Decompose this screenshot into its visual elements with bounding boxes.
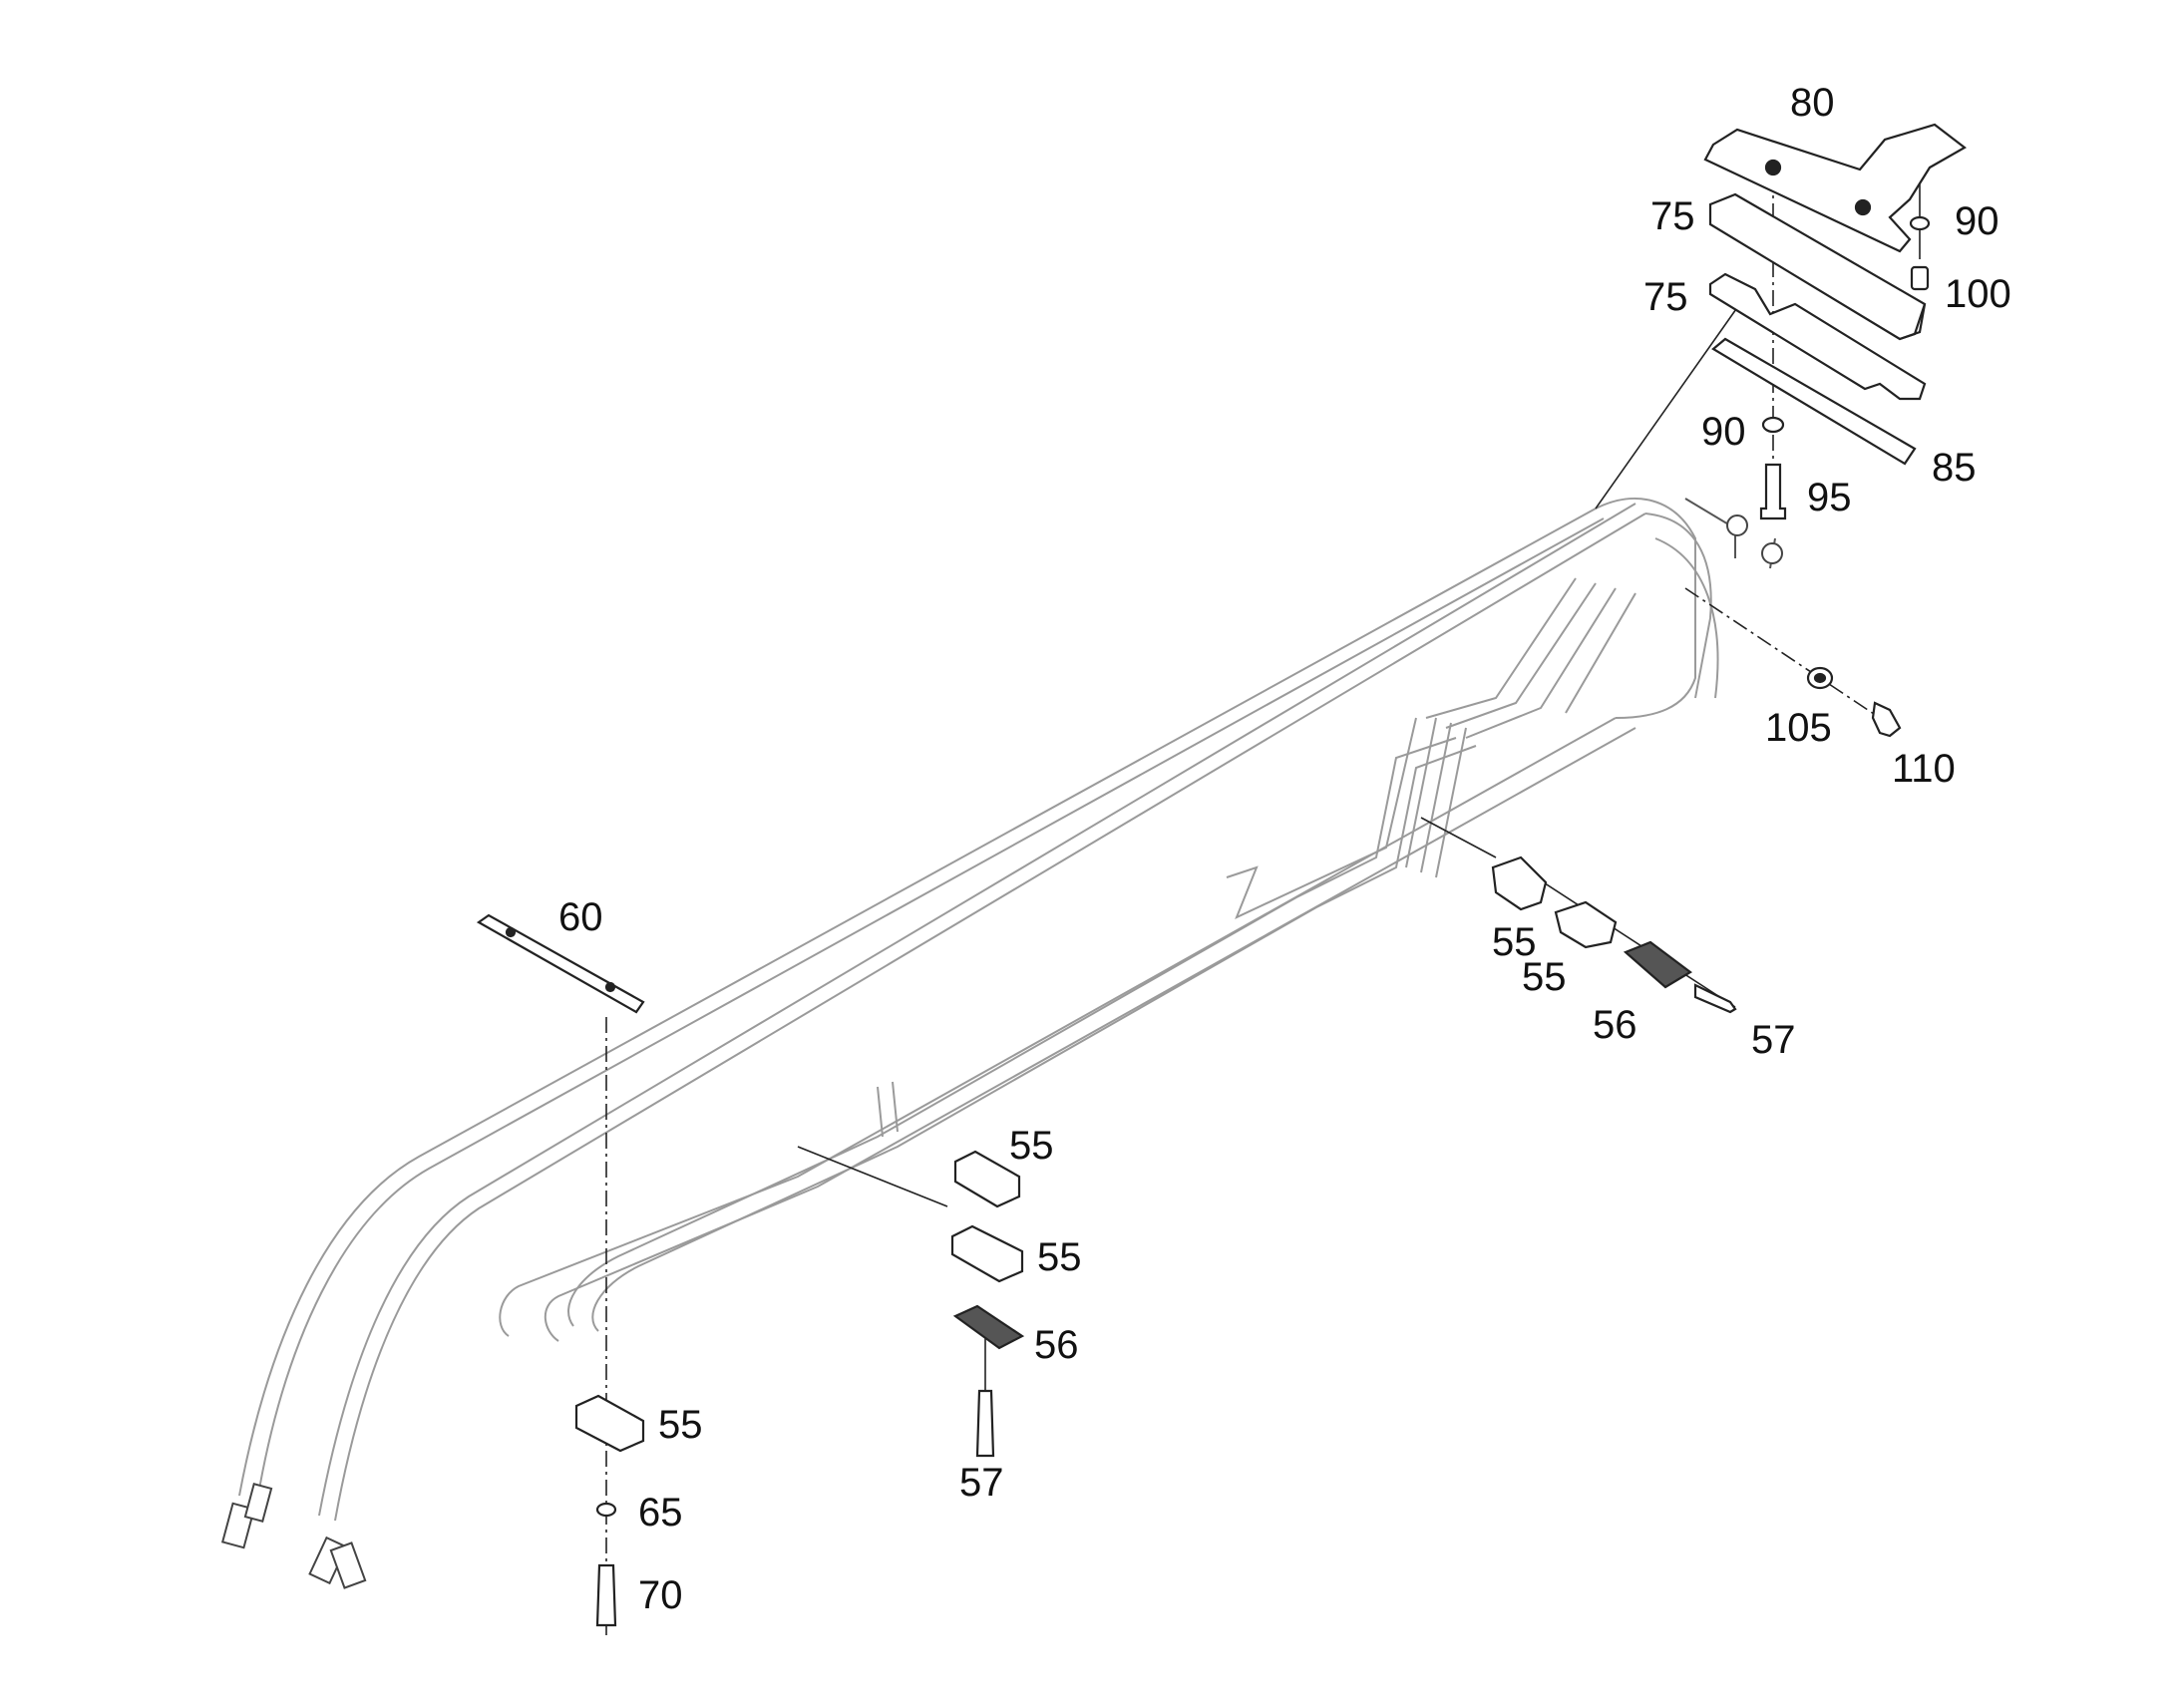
callout-55-left: 55	[658, 1403, 703, 1447]
manifold-pipes-d	[1565, 592, 1636, 714]
fitting-end-4	[243, 1483, 273, 1523]
callout-55-right-b: 55	[1522, 955, 1567, 999]
riser-pipes-a	[1405, 717, 1437, 868]
callout-95: 95	[1807, 476, 1852, 519]
pipe-lower-1	[499, 717, 1617, 1337]
leader-57-right	[1535, 876, 1736, 1008]
callout-65: 65	[638, 1491, 683, 1535]
bolt-100	[1910, 265, 1930, 291]
pipe-lower-2	[544, 727, 1636, 1342]
plate-60	[476, 913, 645, 1014]
washer-90-mid	[1761, 416, 1785, 434]
riser-pipes-b	[1420, 722, 1452, 873]
callout-75-upper: 75	[1650, 194, 1695, 238]
bracket-80-hole-2	[1854, 198, 1872, 216]
callout-57-right: 57	[1751, 1018, 1796, 1062]
mid-pipes-a	[877, 1086, 884, 1138]
callout-90-top: 90	[1955, 199, 1999, 243]
callout-55-mid-top: 55	[1009, 1124, 1054, 1168]
bolt-110	[1871, 701, 1902, 738]
bolt-57-mid	[975, 1389, 995, 1458]
washer-105-hole	[1813, 672, 1827, 684]
callout-57-mid: 57	[959, 1461, 1004, 1505]
fitting-end-3	[329, 1541, 367, 1589]
callout-60: 60	[558, 895, 603, 939]
bolt-57-right	[1693, 983, 1737, 1014]
callout-75-lower: 75	[1643, 275, 1688, 319]
pipe-upper-1	[238, 508, 1597, 1497]
leader-55-right	[1420, 817, 1497, 858]
clamp-55-right-b	[1554, 900, 1618, 949]
clamp-75-lower	[1708, 272, 1927, 401]
callout-70: 70	[638, 1573, 683, 1617]
fitting-right-1	[1726, 514, 1748, 536]
callout-labels: 80 90 75 100 75 90 85 95 105 110 60 55 5…	[558, 81, 2011, 1617]
clamp-55-left	[574, 1394, 645, 1453]
callout-56-mid: 56	[1034, 1323, 1079, 1367]
pipe-loop-2	[1644, 512, 1712, 699]
callout-55-mid-bottom: 55	[1037, 1235, 1082, 1279]
parts	[476, 123, 1967, 1627]
callout-56-right: 56	[1593, 1003, 1637, 1047]
bolt-70	[595, 1563, 617, 1627]
leader-75-hose	[1595, 298, 1744, 510]
pipe-upper-3	[318, 503, 1636, 1517]
fitting-right-2	[1761, 542, 1783, 564]
manifold-pipes-b	[1445, 582, 1597, 729]
clamp-55-right-a	[1491, 855, 1548, 911]
pipe-lower-5	[1226, 717, 1417, 919]
strip-85	[1711, 337, 1917, 466]
callout-105: 105	[1765, 706, 1832, 750]
bracket-80	[1703, 123, 1967, 253]
clamp-55-mid-bottom	[950, 1224, 1024, 1283]
manifold-pipes-a	[1425, 577, 1577, 719]
leader-55-mid	[797, 1146, 948, 1207]
hose-bundle	[238, 498, 1776, 1522]
riser-pipes-c	[1435, 727, 1467, 878]
leader-105-dash	[1684, 587, 1881, 719]
manifold-pipes-c	[1465, 587, 1617, 739]
plate-56-right	[1623, 940, 1692, 989]
hose-end-fittings	[220, 514, 1783, 1589]
clamp-75-upper-side	[1899, 303, 1927, 341]
mid-pipes-b	[892, 1081, 899, 1133]
plate-60-hole-2	[604, 981, 616, 993]
callout-80: 80	[1790, 81, 1835, 125]
callout-85: 85	[1932, 446, 1977, 490]
clamp-55-mid-top	[953, 1150, 1021, 1208]
plate-56-mid	[952, 1304, 1025, 1350]
leader-lines	[605, 150, 1921, 1635]
pipe-upper-4	[334, 512, 1646, 1522]
pipe-loop-1	[1595, 498, 1696, 719]
pipe-lower-4	[591, 745, 1477, 1332]
bracket-80-hole	[1764, 159, 1782, 176]
washer-65	[595, 1502, 617, 1518]
pipe-upper-2	[256, 517, 1605, 1502]
callout-100: 100	[1945, 272, 2011, 316]
washer-90-top	[1909, 215, 1931, 231]
bolt-95	[1759, 463, 1787, 520]
callout-110: 110	[1892, 747, 1956, 791]
plate-60-hole-1	[505, 926, 517, 938]
pipe-lower-3	[567, 737, 1457, 1327]
callout-90-mid: 90	[1701, 410, 1746, 454]
callout-55-right-a: 55	[1492, 920, 1537, 964]
pipe-loop-3	[1654, 537, 1719, 699]
